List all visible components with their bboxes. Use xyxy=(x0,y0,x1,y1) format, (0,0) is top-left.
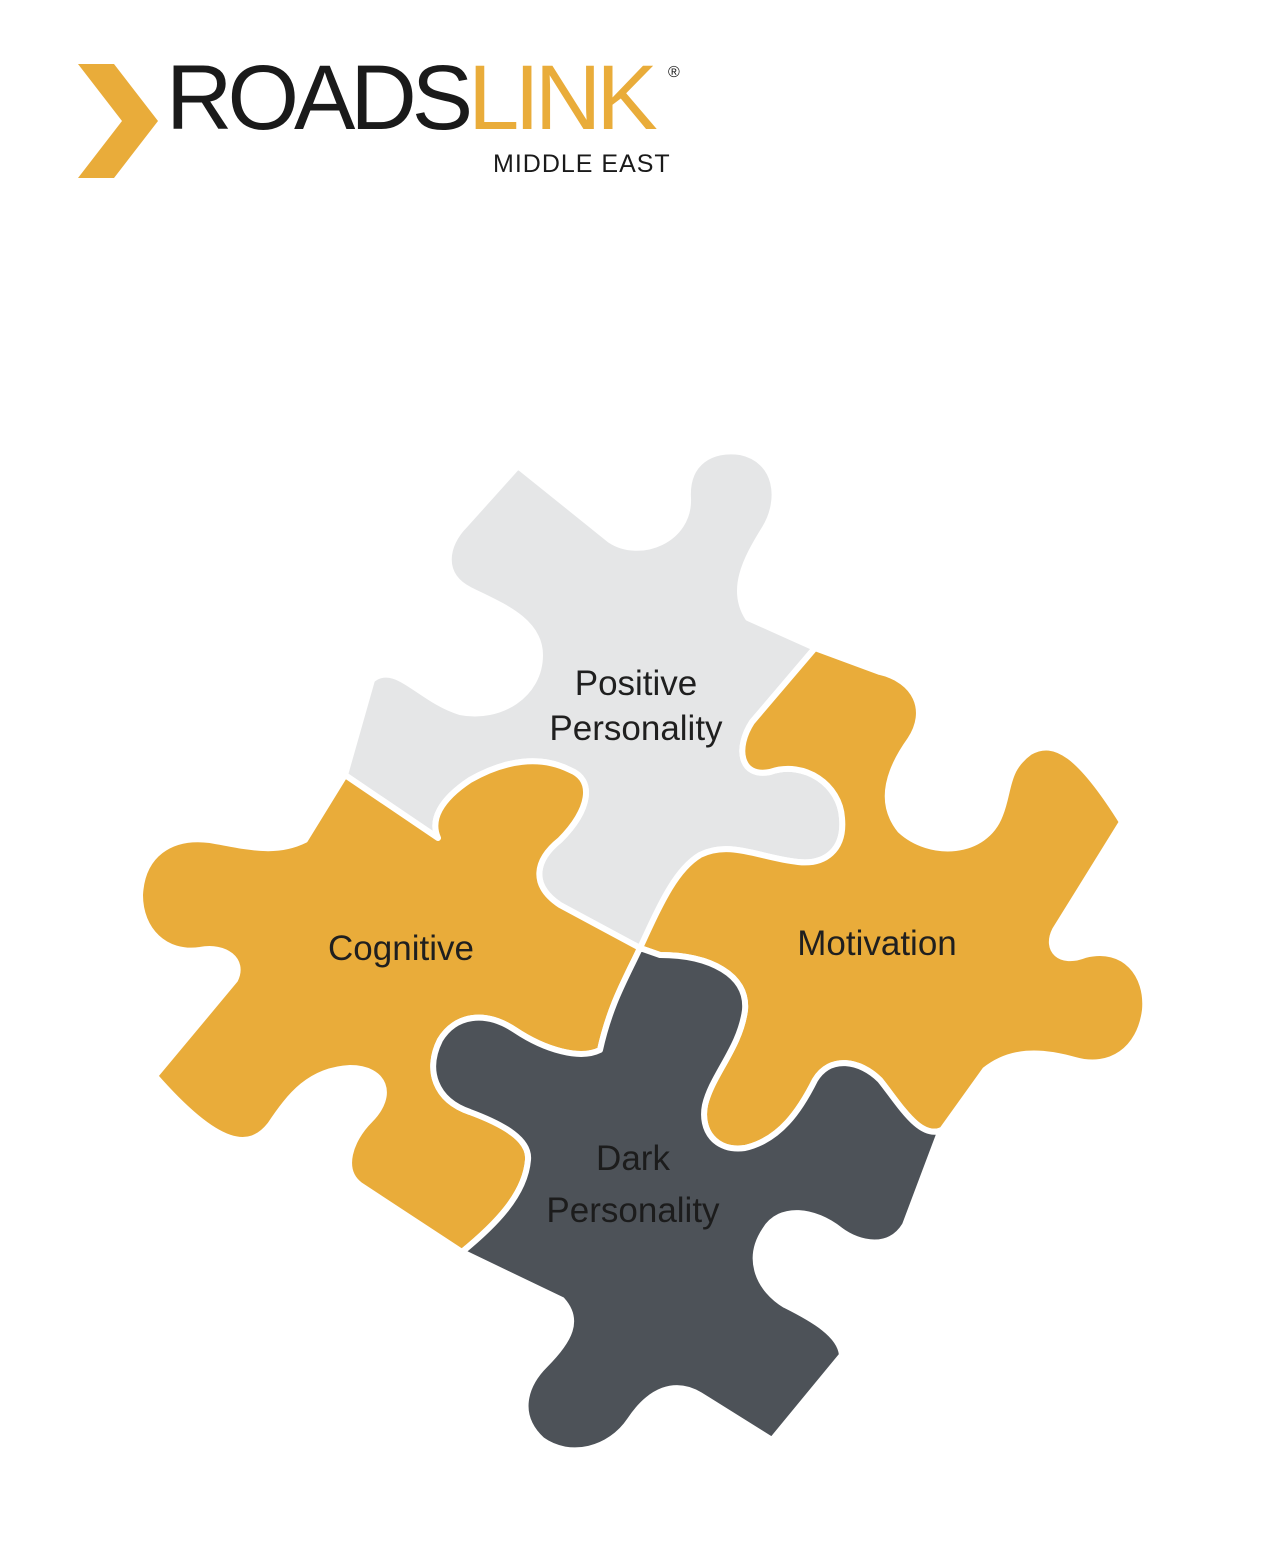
registered-mark: ® xyxy=(668,64,680,81)
logo-word-roads: ROADS xyxy=(166,47,473,149)
chevron-logo-icon xyxy=(78,64,158,178)
label-dark-line2: Personality xyxy=(546,1191,720,1230)
logo-tagline: MIDDLE EAST xyxy=(493,150,671,178)
label-motivation: Motivation xyxy=(797,924,957,963)
puzzle-piece-dark-personality xyxy=(430,945,945,1454)
label-positive-line1: Positive xyxy=(575,664,698,703)
label-dark-line1: Dark xyxy=(596,1139,670,1178)
roadslink-logo: ROADSLINK ® MIDDLE EAST xyxy=(78,52,698,185)
label-cognitive: Cognitive xyxy=(328,929,474,968)
label-positive-line2: Personality xyxy=(549,709,723,748)
logo-word-link: LINK xyxy=(468,47,658,149)
logo-wordmark: ROADSLINK xyxy=(166,52,658,144)
